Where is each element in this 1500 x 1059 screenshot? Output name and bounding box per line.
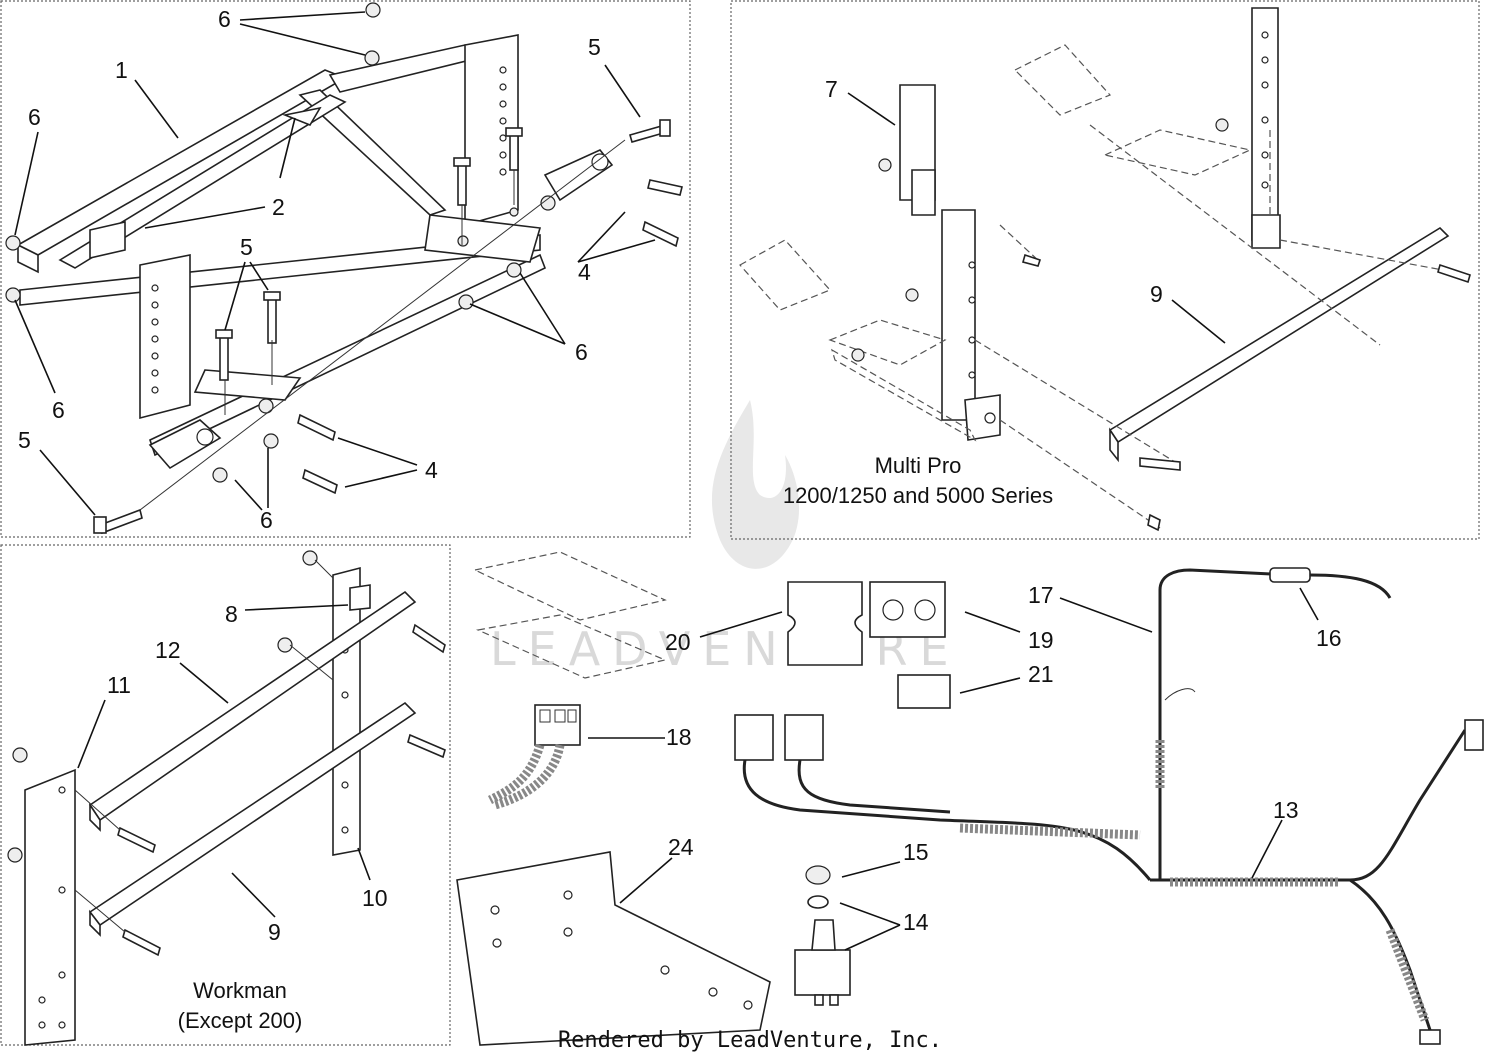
callout-17: 17 — [1028, 582, 1054, 608]
callout-24: 24 — [668, 834, 694, 860]
caption-workman-title: Workman — [193, 978, 287, 1003]
rendered-by-credit: Rendered by LeadVenture, Inc. — [558, 1028, 942, 1053]
part-8-plate — [349, 584, 371, 611]
nuts — [5, 2, 556, 483]
pads — [787, 581, 951, 709]
callout-2: 2 — [272, 194, 285, 220]
panel-frame-bottom-left — [0, 544, 451, 1046]
leaders-bottom-left — [77, 604, 371, 918]
callout-11: 11 — [107, 672, 131, 698]
multi-pro-assembly — [739, 7, 1471, 532]
callout-6: 6 — [52, 397, 65, 423]
caption-workman-note: (Except 200) — [178, 1008, 303, 1033]
callout-5: 5 — [588, 34, 601, 60]
part-frame-rail-back — [16, 69, 347, 256]
part-upright-front — [941, 209, 976, 421]
callout-12: 12 — [155, 637, 181, 663]
part-frame-rail-back-side — [17, 243, 39, 274]
caption-multi-pro-series: 1200/1250 and 5000 Series — [783, 483, 1053, 508]
part-24-plate — [456, 851, 771, 1046]
part-14-washer — [807, 895, 829, 909]
callout-20: 20 — [665, 629, 691, 655]
callout-8: 8 — [225, 601, 238, 627]
callout-19: 19 — [1028, 627, 1054, 653]
callout-6: 6 — [28, 104, 41, 130]
part-brace-diagonal — [298, 89, 447, 216]
callouts-bottom-right: 20 19 21 17 16 18 24 15 14 13 — [665, 582, 1342, 935]
callout-18: 18 — [666, 724, 692, 750]
part-upright-left — [139, 254, 191, 420]
part-plate-2 — [282, 106, 322, 126]
upright-holes — [151, 66, 507, 394]
callouts-bottom-left: 8 12 11 10 9 — [107, 601, 388, 945]
part-11-upright — [24, 768, 76, 1046]
callout-14: 14 — [903, 909, 929, 935]
part-21-pad — [897, 674, 951, 709]
part-13-harness — [734, 567, 1484, 1045]
flame-logo-icon — [711, 400, 800, 569]
callout-7: 7 — [825, 76, 838, 102]
callout-6: 6 — [218, 6, 231, 32]
callout-4: 4 — [578, 259, 591, 285]
callout-5: 5 — [240, 234, 253, 260]
panel-frame-top-right — [730, 0, 1480, 540]
callout-4: 4 — [425, 457, 438, 483]
part-14-toggle-switch — [794, 949, 851, 996]
part-plate-left — [193, 369, 302, 401]
callout-10: 10 — [362, 885, 388, 911]
leaders-bottom-right — [588, 587, 1319, 951]
part-15-nut — [805, 865, 831, 885]
callout-16: 16 — [1316, 625, 1342, 651]
callout-13: 13 — [1273, 797, 1299, 823]
part-plate-2b — [89, 220, 126, 260]
switch-parts — [794, 865, 851, 1006]
part-upright-back — [1251, 7, 1279, 241]
part-18-connector — [487, 704, 581, 810]
callout-15: 15 — [903, 839, 929, 865]
part-16-fuse — [1269, 567, 1311, 583]
pivot-hole-right — [591, 153, 609, 171]
caption-multi-pro-title: Multi Pro — [875, 453, 962, 478]
panel-frame-top-left — [0, 0, 691, 538]
frame-assembly — [5, 2, 683, 535]
callout-6: 6 — [575, 339, 588, 365]
workman-assembly — [7, 550, 446, 1046]
callout-1: 1 — [115, 57, 128, 83]
part-12-angle — [88, 590, 417, 822]
leaders-top-right — [847, 92, 1226, 344]
decal-ghost — [473, 551, 667, 679]
callout-9: 9 — [1150, 281, 1163, 307]
part-20-pad — [787, 581, 863, 666]
bolts — [93, 119, 683, 535]
callouts-top-left: 6 1 6 5 2 5 4 6 6 5 4 6 — [18, 6, 601, 533]
part-9-angle — [1108, 226, 1450, 444]
leaders-top-left — [14, 11, 656, 516]
callout-21: 21 — [1028, 661, 1054, 687]
callout-6: 6 — [260, 507, 273, 533]
part-brace-mid — [58, 94, 347, 269]
callout-5: 5 — [18, 427, 31, 453]
callout-9: 9 — [268, 919, 281, 945]
pivot-hole-left — [196, 428, 214, 446]
callouts-top-right: 7 9 — [825, 76, 1163, 307]
part-10-upright — [332, 566, 361, 856]
